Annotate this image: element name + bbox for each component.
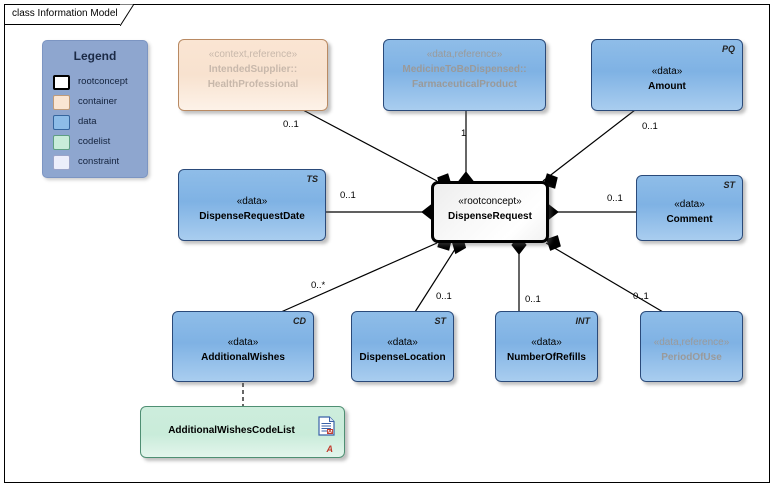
node-amount-name: Amount: [648, 81, 686, 92]
node-intended-supplier-stereotype: «context,reference»: [208, 49, 298, 60]
legend-swatch-data: [53, 115, 70, 130]
node-additional-wishes[interactable]: CD «data» AdditionalWishes: [172, 311, 314, 382]
node-number-of-refills-type-tag: INT: [575, 316, 591, 326]
legend-swatch-codelist: [53, 135, 70, 150]
multiplicity-comment: 0..1: [607, 193, 623, 204]
multiplicity-medicine: 1: [461, 128, 467, 139]
multiplicity-number-of-refills: 0..1: [525, 294, 541, 305]
legend-label-constraint: constraint: [78, 156, 120, 167]
node-dispense-location-type-tag: ST: [434, 316, 446, 326]
legend-label-container: container: [78, 96, 118, 107]
node-intended-supplier-name-2: HealthProfessional: [207, 79, 299, 90]
node-dispense-location-stereotype: «data»: [387, 337, 418, 348]
node-comment-name: Comment: [666, 214, 713, 225]
node-period-of-use-stereotype: «data,reference»: [653, 337, 730, 348]
link-amount: [542, 109, 636, 182]
node-comment-type-tag: ST: [723, 180, 735, 190]
document-icon: A: [318, 416, 335, 436]
legend-label-codelist: codelist: [78, 136, 111, 147]
node-additional-wishes-type-tag: CD: [293, 316, 306, 326]
node-dispense-request-stereotype: «rootconcept»: [458, 196, 522, 207]
node-amount-type-tag: PQ: [721, 44, 735, 54]
node-amount-stereotype: «data»: [651, 66, 683, 77]
node-dispense-request-date-name: DispenseRequestDate: [199, 211, 305, 222]
node-intended-supplier[interactable]: «context,reference» IntendedSupplier:: H…: [178, 39, 328, 111]
node-additional-wishes-name: AdditionalWishes: [201, 352, 285, 363]
multiplicity-intended-supplier: 0..1: [283, 119, 299, 130]
node-dispense-request-date-stereotype: «data»: [236, 196, 268, 207]
link-additional-wishes: [280, 242, 438, 313]
node-medicine-name-2: FarmaceuticalProduct: [411, 79, 518, 90]
legend-panel: Legend rootconcept container data codeli…: [42, 40, 148, 178]
multiplicity-additional-wishes: 0..*: [311, 280, 326, 291]
multiplicity-dispense-request-date: 0..1: [340, 190, 356, 201]
node-dispense-request-date[interactable]: TS «data» DispenseRequestDate: [178, 169, 326, 241]
node-additional-wishes-codelist-name: AdditionalWishesCodeList: [168, 425, 295, 436]
codelist-marker-a: A: [326, 444, 334, 454]
legend-label-data: data: [78, 116, 97, 127]
node-dispense-request[interactable]: «rootconcept» DispenseRequest: [431, 181, 549, 243]
node-number-of-refills[interactable]: INT «data» NumberOfRefills: [495, 311, 598, 382]
link-dispense-location: [414, 242, 460, 313]
node-number-of-refills-name: NumberOfRefills: [507, 352, 586, 363]
link-intended-supplier: [302, 109, 438, 182]
multiplicity-dispense-location: 0..1: [436, 291, 452, 302]
node-dispense-request-date-type-tag: TS: [306, 174, 318, 184]
multiplicity-period-of-use: 0..1: [633, 291, 649, 302]
node-intended-supplier-name-1: IntendedSupplier::: [208, 64, 298, 75]
node-dispense-request-name: DispenseRequest: [448, 211, 532, 222]
diagram-frame-tab: [4, 4, 120, 25]
frame-label: class Information Model: [12, 8, 118, 19]
node-number-of-refills-stereotype: «data»: [531, 337, 562, 348]
node-comment-stereotype: «data»: [674, 199, 705, 210]
node-dispense-location-name: DispenseLocation: [359, 352, 446, 363]
node-medicine-to-be-dispensed[interactable]: «data,reference» MedicineToBeDispensed::…: [383, 39, 546, 111]
node-additional-wishes-stereotype: «data»: [227, 337, 259, 348]
node-additional-wishes-codelist[interactable]: AdditionalWishesCodeList A A: [140, 406, 345, 458]
legend-swatch-constraint: [53, 155, 70, 170]
legend-title: Legend: [73, 49, 117, 63]
multiplicity-amount: 0..1: [642, 121, 658, 132]
node-amount[interactable]: PQ «data» Amount: [591, 39, 743, 111]
node-medicine-stereotype: «data,reference»: [426, 49, 503, 60]
node-medicine-name-1: MedicineToBeDispensed::: [402, 64, 527, 75]
svg-text:A: A: [328, 429, 332, 435]
link-period-of-use: [545, 242, 664, 313]
legend-swatch-rootconcept: [53, 75, 70, 90]
node-dispense-location[interactable]: ST «data» DispenseLocation: [351, 311, 454, 382]
node-comment[interactable]: ST «data» Comment: [636, 175, 743, 241]
node-period-of-use[interactable]: «data,reference» PeriodOfUse: [640, 311, 743, 382]
legend-label-rootconcept: rootconcept: [78, 76, 128, 87]
frame-tab-slant-icon: [120, 4, 134, 26]
legend-swatch-container: [53, 95, 70, 110]
diamond-period-of-use: [546, 235, 561, 251]
node-period-of-use-name: PeriodOfUse: [661, 352, 722, 363]
